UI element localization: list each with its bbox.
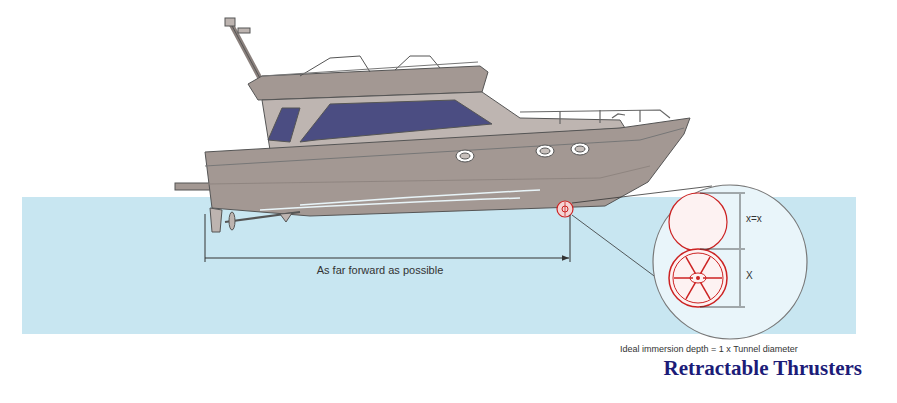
hull [175, 118, 690, 216]
propeller-spoke [701, 257, 711, 273]
propeller-spoke [703, 277, 722, 279]
thruster-position [557, 201, 573, 217]
magnifier [653, 185, 807, 339]
propeller-spoke [686, 257, 696, 273]
title: Retractable Thrusters [664, 356, 863, 381]
position-note: As far forward as possible [317, 264, 444, 276]
bow-rail [520, 110, 670, 124]
mast [225, 18, 262, 82]
dimension-line [205, 214, 570, 262]
propeller-spoke [686, 282, 696, 298]
depth-note: Ideal immersion depth = 1 x Tunnel diame… [620, 344, 798, 354]
wake-lines [260, 190, 540, 210]
propeller-spoke [674, 277, 693, 279]
propeller-spoke [701, 282, 711, 298]
dimension-label: X [746, 270, 753, 281]
propeller-rudder [210, 208, 300, 232]
dimension-label: x=x [746, 213, 762, 224]
